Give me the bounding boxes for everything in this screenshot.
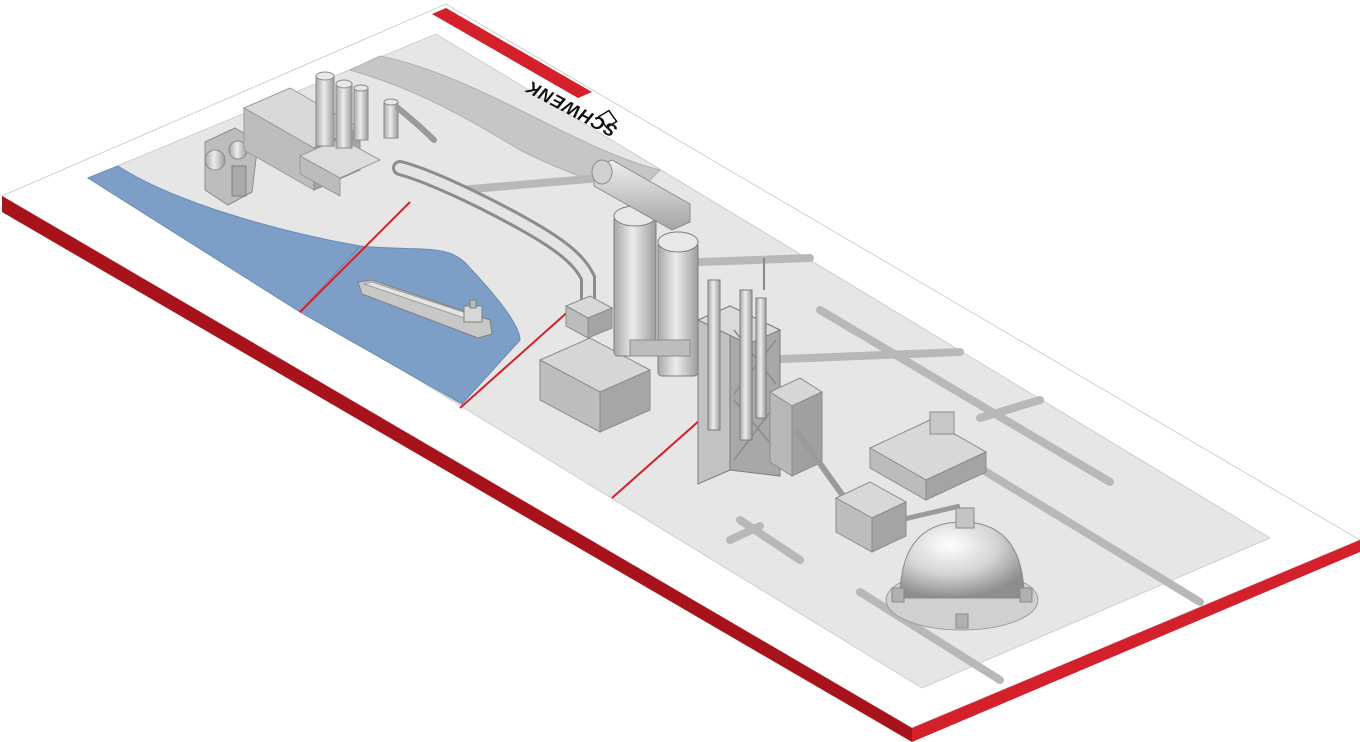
upper-bank [348,55,661,191]
tower-1 [613,215,657,357]
road-3 [756,348,964,364]
road-2 [696,254,814,266]
control-annex [929,411,955,435]
silo-1 [315,75,335,147]
brace-4 [733,403,777,461]
warehouse-side [599,369,651,433]
clinker-dome [885,507,1039,631]
river-water-left [86,165,361,313]
ship-funnel [469,299,477,309]
silo-3-cap [353,84,369,92]
dome-top-house [955,507,975,529]
control-building [868,411,988,501]
inclined-conveyor [793,428,849,502]
river-water-right [299,245,521,405]
pump-house-side [587,307,613,339]
cargo-ship [357,279,493,339]
slab-right-edge [912,540,1360,742]
raw-mill-annex-front [299,155,341,197]
warehouse [538,337,652,433]
dome-buttress-1 [891,587,905,603]
silo-4-cap [383,98,399,106]
pump-house [564,295,614,339]
pipe-segment-main-highlight [395,163,593,305]
duct-body [593,159,691,231]
crusher-drum-1 [204,149,226,171]
zone-divider-3 [611,419,701,499]
ship-hull [357,279,493,339]
road-7 [856,588,1004,684]
road-6 [956,452,1204,606]
dome-buttress-3 [1019,587,1033,603]
road-1 [456,174,604,194]
duct-end [591,159,613,185]
brand-logo-mark [597,109,618,129]
tower-silos [613,205,699,377]
cyclone-stack-3 [755,297,767,419]
road-9 [726,522,764,544]
crusher-hopper [231,165,247,197]
cyclone-stack-1 [707,279,721,431]
tower-2-dome [657,231,699,253]
silo-1-cap [315,71,335,81]
silo-2-cap [335,79,353,89]
cement-mill-side [871,501,907,553]
cement-mill-building [834,481,908,553]
control-side [925,451,987,501]
main-conveyor-pipe [392,105,596,308]
cooler-building [768,377,824,477]
roads [456,174,1204,684]
zone-divider-1 [299,201,411,313]
road-5 [976,396,1044,422]
top-gas-duct [591,159,691,231]
preheater-tower [696,258,782,485]
slab-front-edge [2,196,912,742]
pipe-segment-upper [395,105,437,143]
inclined-conveyor-2 [899,503,961,523]
silo-2 [335,83,353,149]
cooler-front [769,391,793,477]
tower-connector [629,339,691,357]
raw-meal-silos [315,71,399,149]
dome-buttress-2 [955,613,969,629]
brand-stripe [432,8,592,98]
road-4 [816,306,1114,486]
cyclone-stack-2 [739,289,753,441]
river [86,165,521,405]
silo-3 [353,87,369,141]
